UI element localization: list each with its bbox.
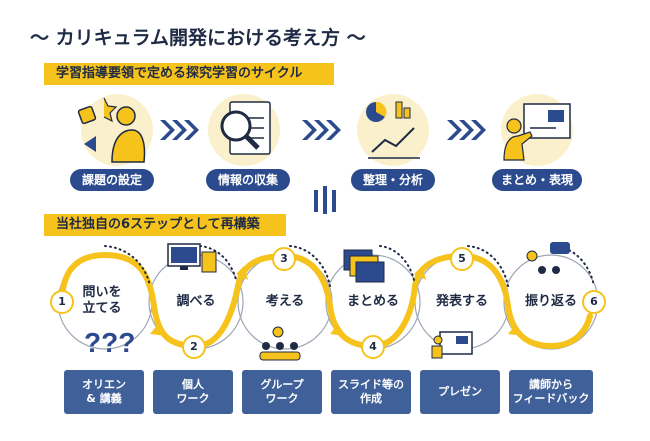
activity-box-6: 講師から フィードバック (509, 370, 593, 414)
stage-pill-4: まとめ・表現 (492, 169, 582, 191)
six-step-flow-graphics: ??? (57, 242, 599, 361)
step-number-4: 4 (361, 335, 385, 359)
step-number-5: 5 (450, 247, 474, 271)
chevron-arrows-icon (302, 120, 341, 140)
top-section-banner: 学習指導要領で定める探究学習のサイクル (44, 63, 334, 85)
activity-box-4: スライド等の 作成 (331, 370, 411, 414)
magnifier-document-icon (208, 94, 280, 166)
step-number-1: 1 (50, 290, 74, 314)
page-title: 〜 カリキュラム開発における考え方 〜 (30, 27, 366, 49)
activity-label-3: グループ ワーク (260, 378, 304, 405)
activity-label-4: スライド等の 作成 (338, 378, 404, 405)
presenter-icon (431, 331, 473, 359)
step-label-5: 発表する (435, 294, 488, 309)
stage-pill-1: 課題の設定 (70, 169, 154, 191)
thinking-person-icon (77, 94, 153, 166)
stage-pill-2: 情報の収集 (206, 169, 290, 191)
activity-box-5: プレゼン (420, 370, 500, 414)
activity-box-2: 個人 ワーク (153, 370, 233, 414)
chart-analysis-icon (357, 94, 429, 166)
svg-text:???: ??? (84, 327, 135, 358)
step-number-6: 6 (582, 290, 606, 314)
activity-label-6: 講師から フィードバック (512, 378, 590, 405)
group-idea-icon (259, 326, 301, 361)
stage-pill-3: 整理・分析 (351, 169, 435, 191)
down-transform-icon (314, 186, 336, 214)
bottom-section-banner: 当社独自の6ステップとして再構築 (44, 214, 286, 236)
top-cycle-graphics (77, 94, 573, 166)
chevron-arrows-icon (160, 120, 199, 140)
slides-icon (343, 249, 385, 283)
step-label-3: 考える (265, 294, 305, 309)
step-number-2: 2 (182, 335, 206, 359)
step-number-3: 3 (272, 247, 296, 271)
activity-label-5: プレゼン (438, 385, 482, 398)
activity-label-2: 個人 ワーク (176, 378, 210, 405)
step-label-4: まとめる (346, 294, 399, 309)
activity-box-3: グループ ワーク (242, 370, 322, 414)
question-marks-icon: ??? (84, 327, 135, 358)
step-label-1: 問いを 立てる (82, 285, 122, 316)
activity-box-1: オリエン & 講義 (64, 370, 144, 414)
feedback-icon (526, 242, 570, 274)
activity-label-1: オリエン & 講義 (82, 378, 126, 405)
step-label-2: 調べる (176, 294, 216, 309)
step-label-6: 振り返る (524, 294, 577, 309)
presenter-board-icon (501, 94, 573, 166)
computer-books-icon (167, 243, 217, 273)
chevron-arrows-icon (447, 120, 486, 140)
